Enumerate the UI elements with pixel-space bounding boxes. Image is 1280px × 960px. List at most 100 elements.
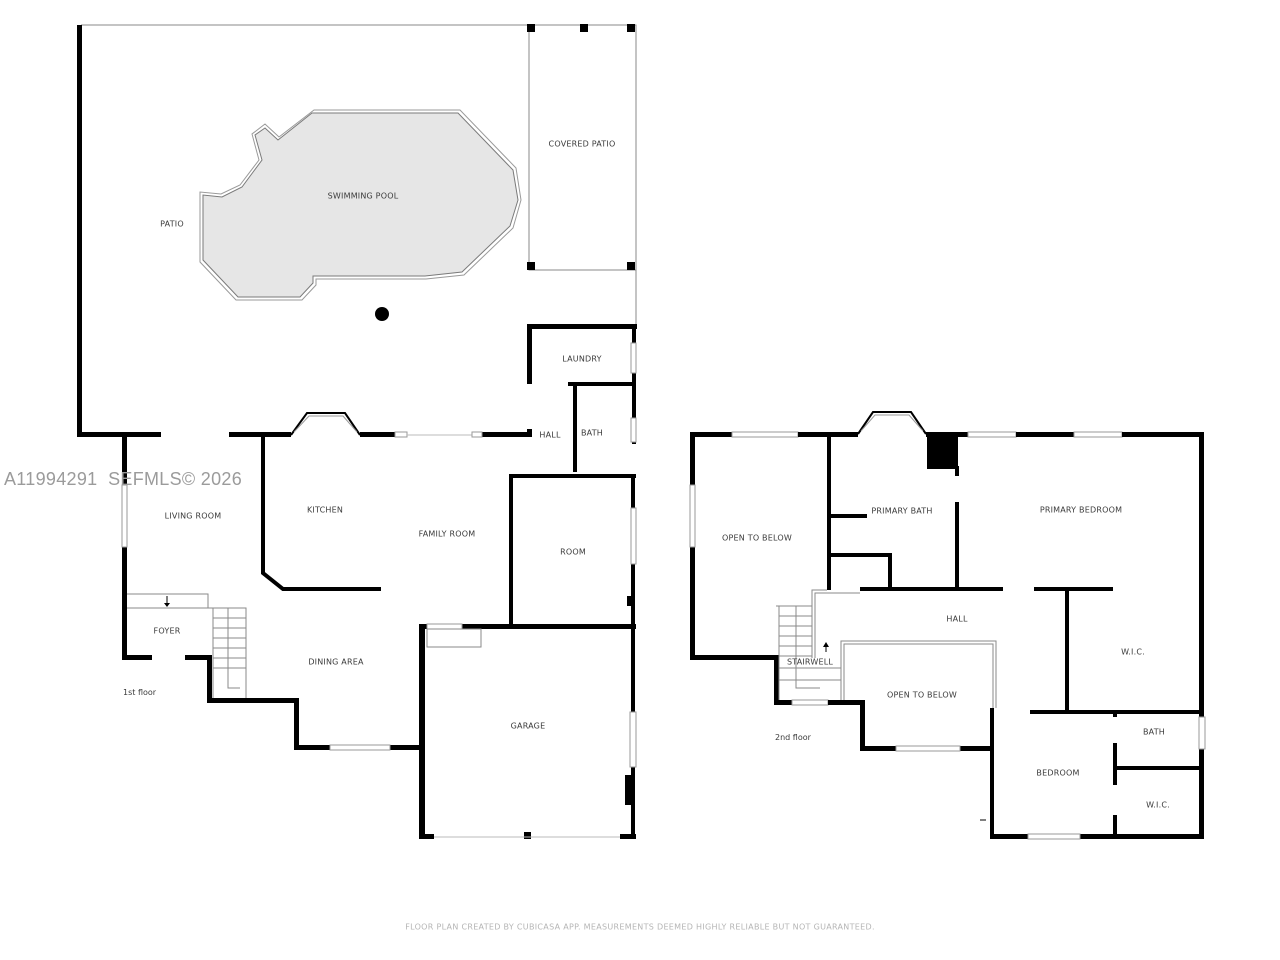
floor-label-2nd: 2nd floor [775,733,811,742]
room-label-wic: W.I.C. [1121,647,1145,657]
window [394,431,408,438]
wall [690,432,732,437]
room-label-open-to-below: OPEN TO BELOW [887,690,957,700]
mls-watermark: A11994291 SEFMLS© 2026 [4,469,242,490]
wall [620,834,636,839]
room-label-stairwell: STAIRWELL [786,657,834,667]
wall [827,437,831,590]
wall [632,324,636,444]
wall [860,700,865,750]
wall [828,700,863,705]
room-label-living-room: LIVING ROOM [164,511,222,521]
wall [573,382,577,472]
room-label-hall: HALL [946,614,968,624]
wall [421,624,636,629]
wall [990,834,1204,839]
room-label-hall: HALL [539,430,561,440]
room-label-dining-area: DINING AREA [308,657,364,667]
open-to-below-rail [840,640,997,708]
wall [955,466,959,476]
bay-window [857,411,927,435]
wall [527,324,532,384]
wall [1113,815,1117,837]
disclaimer-footer: FLOOR PLAN CREATED BY CUBICASA APP. MEAS… [405,922,875,932]
wall [229,432,291,437]
column [524,832,531,839]
wall [509,474,636,478]
wall [627,596,631,606]
wall [1113,766,1201,770]
wall [990,708,994,838]
pool-drain-icon [375,307,389,321]
wall [207,698,299,703]
wall [360,432,395,437]
wall [1199,432,1204,838]
window [689,484,696,548]
window [967,431,1017,438]
wall [509,474,513,626]
copyright-notice: SEFMLS© 2026 [108,469,243,489]
pool-coping [199,109,522,301]
room-label-bedroom: BEDROOM [1036,768,1080,778]
room-label-wic: W.I.C. [1146,800,1170,810]
wall [1113,743,1117,785]
wall [690,655,778,660]
window [1073,431,1123,438]
room-label-primary-bath: PRIMARY BATH [871,506,933,516]
room-label-primary-bedroom: PRIMARY BEDROOM [1039,505,1123,515]
wall [1065,589,1069,712]
wall [1016,432,1074,437]
room-label-covered-patio: COVERED PATIO [548,139,616,149]
wall [1122,432,1204,437]
window [630,342,637,374]
wall [122,655,152,660]
stairwell-treads [776,605,841,700]
window [791,699,829,706]
room-label-foyer: FOYER [153,626,181,636]
window [1027,833,1081,840]
wall [1113,712,1117,717]
wall [955,502,959,590]
window [630,417,637,443]
wall [1034,587,1113,591]
room-label-laundry: LAUNDRY [562,354,602,364]
wall [798,432,858,437]
stairs-treads [213,608,246,689]
wall [527,324,637,329]
wall [294,698,299,750]
wall [774,655,779,703]
wall [831,514,867,518]
window [471,431,483,438]
wall [122,437,127,659]
column [527,262,535,270]
column [627,24,635,32]
wall [831,553,891,557]
wall [774,700,792,705]
garage-step [426,628,482,648]
bay-window [290,412,361,436]
column [627,262,635,270]
swimming-pool-shape [202,112,519,298]
room-label-kitchen: KITCHEN [306,505,344,515]
wall [527,429,532,437]
column [527,24,535,32]
patio-left-wall [77,25,82,437]
rail [811,589,860,658]
room-label-bath: BATH [580,428,604,438]
room-label-bath: BATH [1142,727,1166,737]
room-label-room: ROOM [560,547,586,557]
wall [185,655,212,660]
wall [860,587,1003,591]
floor-label-1st: 1st floor [123,688,157,697]
window [121,484,128,548]
listing-id: A11994291 [4,469,98,489]
wall [261,432,291,437]
window [630,507,637,565]
wall [625,775,631,805]
window [731,431,799,438]
kitchen-counter-wall [261,437,381,591]
wall [888,553,892,589]
second-floor-plan [689,411,1206,840]
window [895,745,961,752]
